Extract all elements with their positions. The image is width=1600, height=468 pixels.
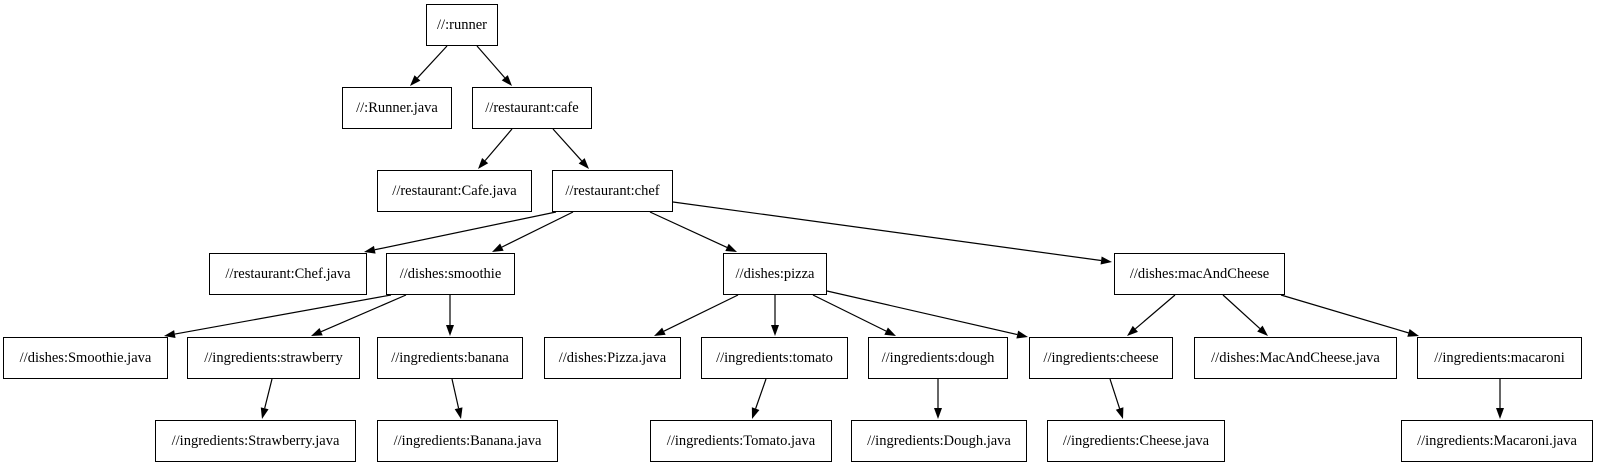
graph-node-cafe: //restaurant:cafe [472,87,592,129]
graph-node-dough: //ingredients:dough [868,337,1008,379]
edge-chef-to-pizza [649,211,737,252]
edge-mac-and-cheese-to-mac-and-cheese-java [1222,294,1268,336]
edge-pizza-to-cheese [826,290,1028,339]
arrowhead-icon [1257,325,1268,336]
arrowhead-icon [1407,329,1419,337]
arrowhead-icon [454,407,463,419]
arrowhead-icon [934,408,942,419]
graph-node-runner-java: //:Runner.java [342,87,452,129]
edge-runner-to-cafe [476,45,512,86]
graph-node-pizza-java: //dishes:Pizza.java [544,337,681,379]
graph-node-tomato-java: //ingredients:Tomato.java [650,420,832,462]
edge-smoothie-to-smoothie-java [164,294,392,338]
arrowhead-icon [501,75,512,86]
edge-cheese-to-cheese-java [1109,378,1124,419]
graph-node-macaroni: //ingredients:macaroni [1417,337,1582,379]
graph-node-mac-and-cheese: //dishes:macAndCheese [1114,253,1285,295]
graph-node-banana: //ingredients:banana [377,337,523,379]
graph-node-chef: //restaurant:chef [552,170,673,212]
arrowhead-icon [410,75,421,86]
arrowhead-icon [1016,330,1028,339]
graph-node-strawberry-java: //ingredients:Strawberry.java [155,420,356,462]
edge-smoothie-to-banana [446,295,454,336]
arrowhead-icon [492,243,504,252]
edge-runner-to-runner-java [410,45,448,86]
graph-node-macaroni-java: //ingredients:Macaroni.java [1401,420,1593,462]
edge-chef-to-smoothie [492,211,574,252]
graph-node-tomato: //ingredients:tomato [701,337,848,379]
arrowhead-icon [164,330,176,338]
graph-node-banana-java: //ingredients:Banana.java [377,420,558,462]
arrowhead-icon [1127,325,1138,336]
graph-node-mac-and-cheese-java: //dishes:MacAndCheese.java [1194,337,1397,379]
graph-node-chef-java: //restaurant:Chef.java [209,253,367,295]
edge-smoothie-to-strawberry [311,294,407,336]
graph-node-dough-java: //ingredients:Dough.java [851,420,1027,462]
arrowhead-icon [364,245,376,254]
graph-node-cheese-java: //ingredients:Cheese.java [1047,420,1225,462]
arrowhead-icon [884,327,896,336]
graph-node-cheese: //ingredients:cheese [1029,337,1173,379]
edge-mac-and-cheese-to-macaroni [1280,294,1419,337]
arrowhead-icon [751,407,760,419]
arrowhead-icon [311,327,323,336]
edge-cafe-to-cafe-java [478,128,513,169]
arrowhead-icon [446,325,454,336]
edge-strawberry-to-strawberry-java [260,378,273,419]
edge-dough-to-dough-java [934,379,942,419]
arrowhead-icon [478,158,489,169]
edge-chef-to-mac-and-cheese [672,201,1112,265]
arrowhead-icon [1100,256,1112,265]
edge-cafe-to-chef [552,128,589,169]
edge-chef-to-chef-java [364,211,557,254]
graph-node-strawberry: //ingredients:strawberry [187,337,360,379]
edge-mac-and-cheese-to-cheese [1127,294,1176,336]
arrowhead-icon [578,158,589,169]
edge-banana-to-banana-java [451,378,463,419]
edge-pizza-to-pizza-java [654,294,739,336]
arrowhead-icon [1115,407,1124,419]
arrowhead-icon [260,407,269,419]
graph-node-cafe-java: //restaurant:Cafe.java [377,170,532,212]
arrowhead-icon [654,327,666,336]
arrowhead-icon [771,325,779,336]
edge-pizza-to-dough [812,294,896,336]
edge-tomato-to-tomato-java [751,378,767,419]
arrowhead-icon [1496,408,1504,419]
graph-node-smoothie: //dishes:smoothie [386,253,515,295]
graph-node-pizza: //dishes:pizza [723,253,827,295]
edge-pizza-to-tomato [771,295,779,336]
graph-node-runner: //:runner [426,4,498,46]
edge-macaroni-to-macaroni-java [1496,379,1504,419]
graph-node-smoothie-java: //dishes:Smoothie.java [3,337,168,379]
arrowhead-icon [725,243,737,252]
